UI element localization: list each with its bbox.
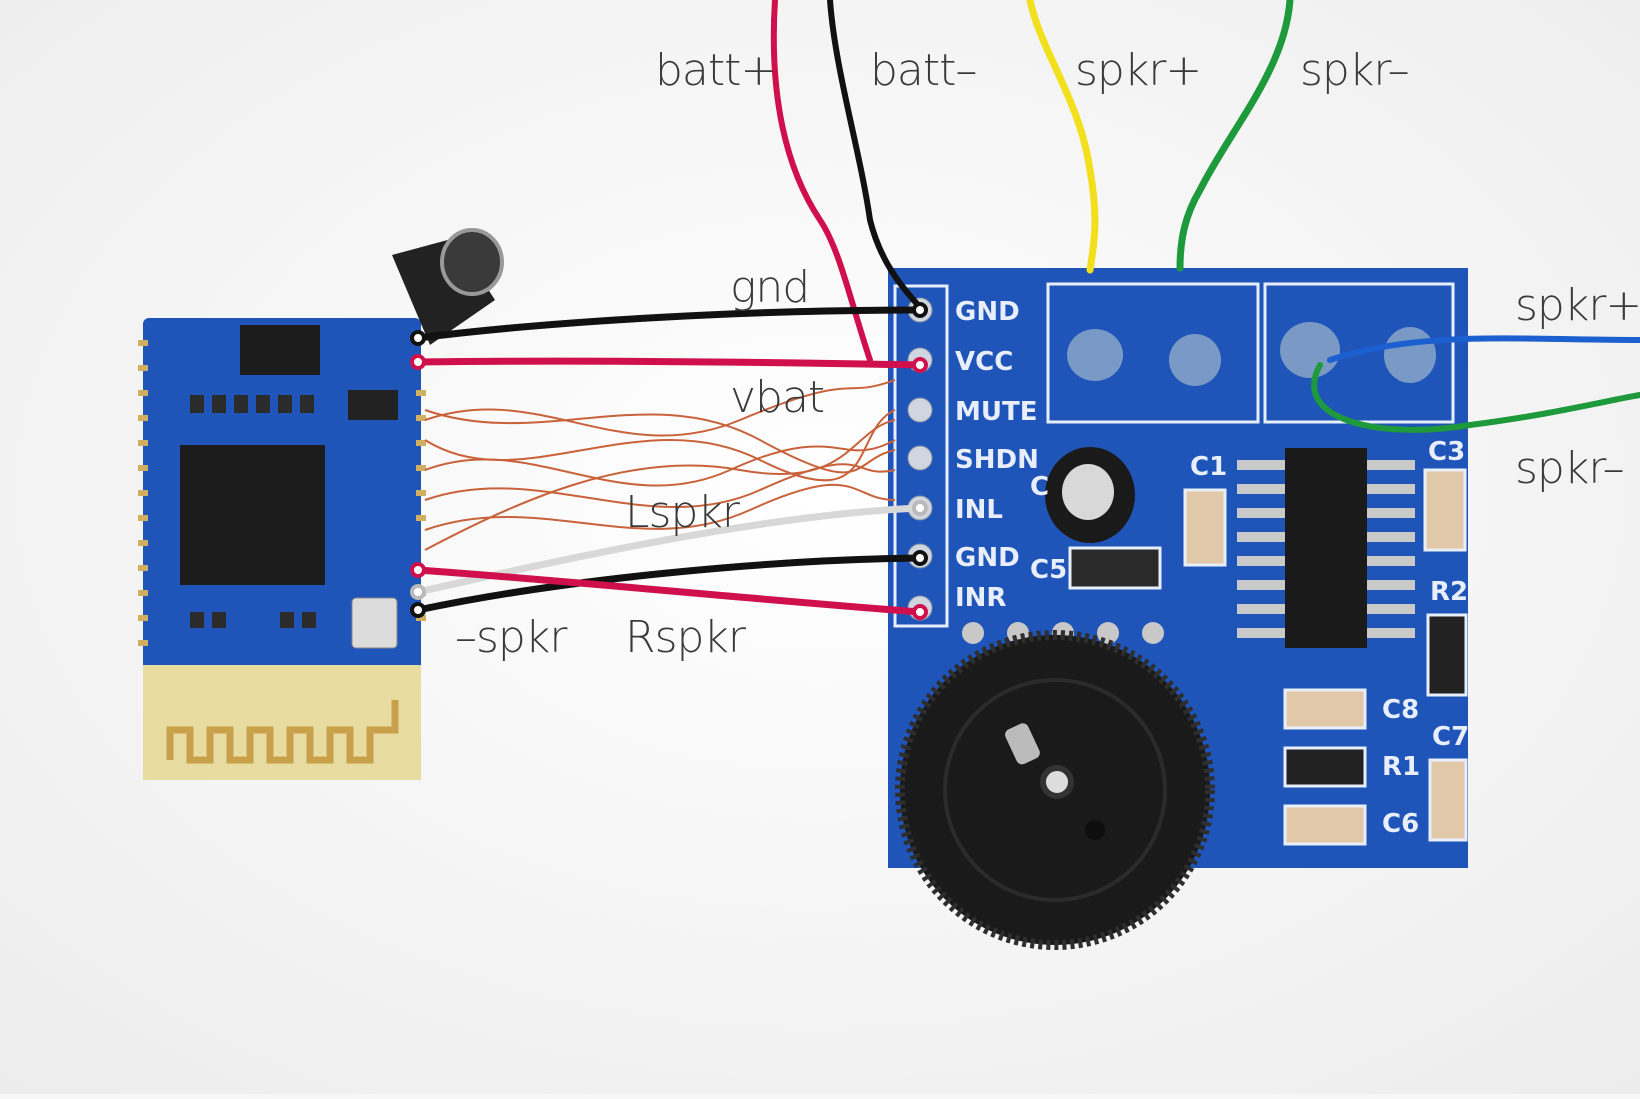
solder-blobs xyxy=(1067,322,1436,386)
speaker-top-wires xyxy=(1026,0,1294,274)
label-batt-plus: batt+ xyxy=(655,45,777,96)
bt-regulator xyxy=(348,390,398,420)
label-spkr-plus-top: spkr+ xyxy=(1075,45,1202,96)
bt-flash-chip xyxy=(240,325,320,375)
comp-label: C8 xyxy=(1382,695,1419,725)
comp-label: C1 xyxy=(1190,452,1227,482)
label-spkr-minus-right: spkr– xyxy=(1515,443,1625,494)
bluetooth-module xyxy=(138,318,426,780)
pin-label: GND xyxy=(955,543,1020,573)
comp-label: C3 xyxy=(1428,437,1465,467)
label-batt-minus: batt– xyxy=(870,45,977,96)
label-vbat: vbat xyxy=(730,372,825,423)
copper-wires xyxy=(424,379,896,551)
label-gnd: gnd xyxy=(730,262,810,313)
comp-label: C6 xyxy=(1382,809,1419,839)
capacitor-bt xyxy=(392,228,504,345)
volume-wheel xyxy=(895,630,1215,950)
speaker-right-wires xyxy=(1311,335,1640,433)
antenna-trace xyxy=(166,700,399,764)
pin-label: INL xyxy=(955,495,1003,525)
annotation-wires xyxy=(414,306,924,616)
pin-label: VCC xyxy=(955,347,1013,377)
pin-label: GND xyxy=(955,297,1020,327)
pin-label: INR xyxy=(955,583,1006,613)
pin-label: MUTE xyxy=(955,397,1037,427)
label-spkr-minus-top: spkr– xyxy=(1300,45,1410,96)
comp-label: C7 xyxy=(1432,722,1469,752)
wire-end-markers xyxy=(410,302,928,620)
comp-label: C5 xyxy=(1030,555,1067,585)
label-spkr-plus-right: spkr+ xyxy=(1515,280,1640,331)
smd-parts xyxy=(1045,447,1468,846)
label-minus-spkr: –spkr xyxy=(455,612,567,663)
comp-label: R2 xyxy=(1430,577,1468,607)
comp-label: C xyxy=(1030,472,1049,502)
amplifier-board: GND VCC MUTE SHDN INL GND INR C1 C3 C5 C… xyxy=(888,268,1469,868)
pin-label: SHDN xyxy=(955,445,1039,475)
amp-ic xyxy=(1285,448,1367,648)
battery-wires xyxy=(770,0,921,363)
bt-chip xyxy=(180,445,325,585)
label-lspkr: Lspkr xyxy=(625,487,740,538)
label-rspkr: Rspkr xyxy=(625,612,746,663)
comp-label: R1 xyxy=(1382,752,1420,782)
bt-crystal xyxy=(351,597,398,649)
